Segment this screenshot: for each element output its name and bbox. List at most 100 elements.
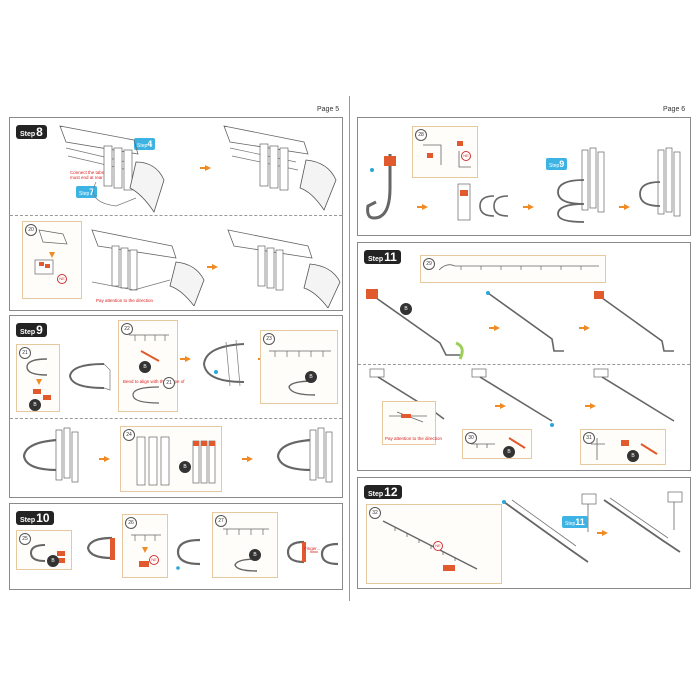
detail-callout: 30 B — [462, 429, 532, 459]
step-9-badge: Step9 — [546, 158, 568, 170]
step-12-header: Step12 — [364, 485, 402, 499]
sub-step-marker: 27 — [215, 515, 227, 527]
trumpet-model-a — [56, 122, 166, 218]
valve-frame — [18, 426, 82, 484]
flow-arrow-down — [49, 252, 55, 258]
sub-step-marker: 21 — [19, 347, 31, 359]
detail-callout: 32 NE — [366, 504, 502, 584]
step-word: Step — [20, 131, 36, 138]
flow-arrow — [99, 456, 110, 462]
flow-arrow — [585, 403, 596, 409]
flow-arrow — [597, 530, 608, 536]
direction-note: Pay attention to the direction — [96, 298, 154, 303]
sub-step-marker: 31 — [583, 432, 595, 444]
detail-callout: 29 — [420, 255, 606, 283]
step-word: Step — [20, 517, 36, 524]
flow-arrow — [207, 264, 218, 270]
flow-arrow — [200, 165, 211, 171]
flow-arrow — [180, 356, 191, 362]
bend-tool-marker: B — [29, 399, 41, 411]
step-4-badge: Step4 — [134, 138, 156, 150]
sub-step-marker: 26 — [125, 517, 137, 529]
step-11-header: Step11 — [364, 250, 401, 264]
bend-tool-marker: B — [503, 446, 515, 458]
bend-tool-marker: B — [139, 361, 151, 373]
sub-step-marker: 23 — [263, 333, 275, 345]
detail-callout: 25 B — [16, 530, 72, 570]
flow-arrow — [619, 204, 630, 210]
step-number: 8 — [36, 125, 43, 139]
flow-arrow — [489, 325, 500, 331]
u-assembly — [172, 534, 208, 570]
part-mount — [450, 180, 530, 226]
step-7-badge: Step7 — [76, 186, 98, 198]
detail-callout: 31 B — [580, 429, 666, 465]
arc-part — [64, 360, 112, 394]
detail-callout: Pay attention to the direction — [382, 401, 442, 445]
long-tube-b — [482, 289, 572, 355]
long-tube-e — [470, 367, 566, 427]
arc-assembly — [196, 334, 256, 390]
step-number: 11 — [384, 250, 397, 264]
page-number-left: Page 5 — [317, 106, 340, 113]
detail-callout: 28 NE — [412, 126, 478, 178]
page-divider — [349, 96, 350, 601]
step-9-separator — [10, 418, 342, 419]
trumpet-model-d — [224, 226, 342, 308]
step-11-separator — [358, 364, 690, 365]
bend-tool-marker: B — [305, 371, 317, 383]
sub-step-marker: 29 — [423, 258, 435, 270]
step-9-panel: Step9 21 B 22 B Bend to align with the s… — [9, 315, 343, 498]
detail-callout: 20 NE — [22, 221, 82, 299]
step-word: Step — [368, 491, 384, 498]
long-tube-c — [590, 289, 686, 355]
flow-arrow — [579, 325, 590, 331]
detail-callout: 26 NE — [122, 514, 168, 578]
sub-step-marker: 32 — [369, 507, 381, 519]
sub-step-marker: 25 — [19, 533, 31, 545]
bend-tool-marker: B — [627, 450, 639, 462]
step-11-badge: Step11 — [562, 516, 588, 528]
flow-arrow-down — [142, 547, 148, 553]
flow-arrow — [523, 204, 534, 210]
detail-callout: 22 B Bend to align with the shape of 21 — [118, 320, 185, 412]
tube-loop — [364, 148, 410, 226]
detail-callout: 21 B — [16, 344, 60, 412]
step-number: 10 — [36, 511, 50, 525]
detail-callout: 23 B — [260, 330, 338, 404]
long-assembly-a — [498, 492, 602, 572]
trumpet-model-b — [220, 122, 340, 212]
step-8-header: Step8 — [16, 125, 47, 139]
detail-callout: 24 B — [120, 426, 222, 492]
finger-note: Finger... — [304, 546, 321, 551]
sub-step-marker: 21 — [163, 377, 175, 389]
assembly-result — [634, 146, 690, 224]
u-part — [82, 532, 120, 566]
sub-step-marker: 28 — [415, 129, 427, 141]
bend-note: Bend to align with the shape of — [123, 379, 185, 384]
long-tube-f — [592, 367, 688, 427]
sub-step-marker: 20 — [25, 224, 37, 236]
sub-step-marker: 30 — [465, 432, 477, 444]
step-number: 9 — [36, 323, 43, 337]
long-tube-d — [368, 367, 458, 423]
flow-arrow — [242, 456, 253, 462]
ne-tool-marker: NE — [461, 151, 471, 161]
bend-tool-marker: B — [400, 303, 412, 315]
flow-arrow — [495, 403, 506, 409]
sub-step-marker: 22 — [121, 323, 133, 335]
step-8-separator — [10, 215, 342, 216]
bend-tool-marker: B — [179, 461, 191, 473]
assembly-progress — [544, 146, 618, 224]
trumpet-model-c — [88, 226, 208, 306]
flow-arrow-down — [36, 379, 42, 385]
bend-tool-marker: B — [47, 555, 59, 567]
step-10-header: Step10 — [16, 511, 54, 525]
step-11-panel: Step11 29 B Pay attention to the directi… — [357, 242, 691, 471]
long-assembly-b — [598, 490, 688, 562]
page-number-right: Page 6 — [663, 106, 686, 113]
ne-tool-marker: NE — [149, 555, 159, 565]
bend-tool-marker: B — [249, 549, 261, 561]
